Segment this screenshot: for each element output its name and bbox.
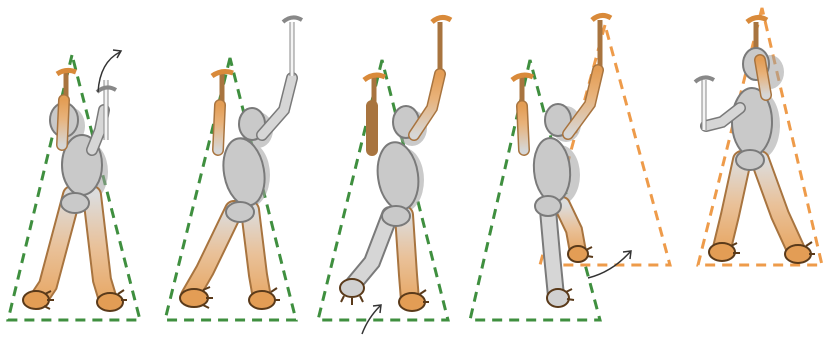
ice-axe-icon [212,72,233,104]
frame-4 [470,15,670,320]
frame-5 [695,8,822,265]
ice-axe-icon [432,17,451,70]
frame-3 [318,17,451,334]
ice-axe-icon [283,17,302,76]
ice-axe-icon [57,70,76,98]
frame-1 [8,50,140,320]
crampon-icon [709,242,815,263]
frame-2 [165,17,302,320]
torso [531,137,572,204]
stance-triangle-green [470,60,600,320]
crampon-icon [180,287,280,309]
crampon-icon [23,290,127,311]
